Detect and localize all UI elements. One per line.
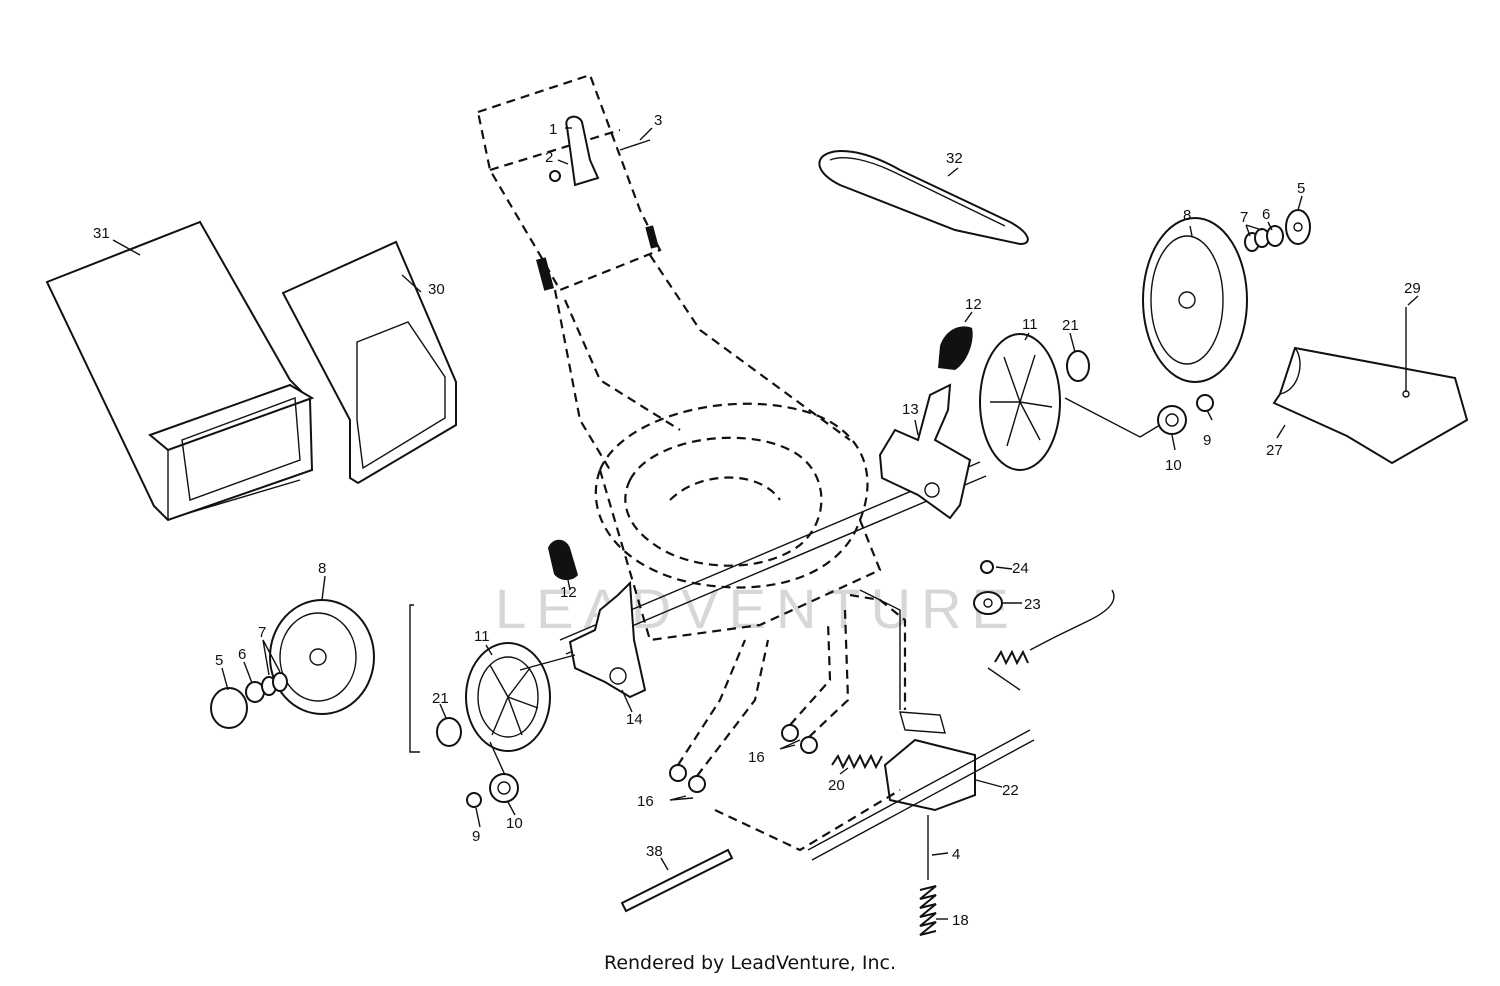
left-wheel-hardware <box>210 672 288 729</box>
right-rear-wheel <box>1142 217 1248 383</box>
right-wheel-hardware <box>1244 209 1311 252</box>
spring-bottom <box>919 885 937 936</box>
callout-7-right: 7 <box>1240 209 1248 226</box>
callout-23: 23 <box>1024 596 1041 613</box>
left-wheel-leader-line <box>409 604 420 753</box>
callout-leader-lines <box>112 127 1419 920</box>
transmission-leader-line <box>849 593 907 710</box>
callout-6-left: 6 <box>238 646 246 663</box>
callout-24: 24 <box>1012 560 1029 577</box>
callout-10-left: 10 <box>506 815 523 832</box>
callout-27: 27 <box>1266 442 1283 459</box>
pulley-hub <box>983 598 993 608</box>
mower-deck <box>594 402 882 642</box>
callout-13: 13 <box>902 401 919 418</box>
callout-29: 29 <box>1404 280 1421 297</box>
callout-20: 20 <box>828 777 845 794</box>
callout-12-left: 12 <box>560 584 577 601</box>
handle-lever <box>549 115 651 187</box>
callout-5-right: 5 <box>1297 180 1305 197</box>
callout-6-right: 6 <box>1262 206 1270 223</box>
left-cap <box>548 539 578 581</box>
transmission <box>807 711 1035 880</box>
callout-9-right: 9 <box>1203 432 1211 449</box>
rear-flap <box>1272 346 1469 465</box>
callout-30: 30 <box>428 281 445 298</box>
callout-18: 18 <box>952 912 969 929</box>
callout-12-right: 12 <box>965 296 982 313</box>
right-height-adjuster <box>878 383 972 520</box>
left-gear-leader-line <box>489 741 506 776</box>
right-cap <box>938 326 973 370</box>
left-washer <box>436 717 462 747</box>
callout-8-left: 8 <box>318 560 326 577</box>
nuts <box>669 724 818 793</box>
callout-11-right: 11 <box>1022 316 1038 333</box>
callout-9-left: 9 <box>472 828 480 845</box>
callout-38: 38 <box>646 843 663 860</box>
callout-14: 14 <box>626 711 643 728</box>
bag-frame <box>281 240 457 485</box>
callout-7-left: 7 <box>258 624 266 641</box>
callout-numbers: 1 2 3 4 5 5 6 6 7 7 8 8 9 9 10 10 11 11 … <box>93 112 1421 929</box>
nut-leader-lines <box>669 609 850 801</box>
callout-16-right: 16 <box>748 749 765 766</box>
right-gear <box>1157 394 1214 435</box>
left-gear <box>466 773 519 808</box>
handle-assembly <box>476 73 851 471</box>
callout-31: 31 <box>93 225 110 242</box>
right-gear-leader-line <box>1064 397 1161 438</box>
callout-32: 32 <box>946 150 963 167</box>
grass-bag <box>45 220 315 522</box>
left-height-adjuster <box>519 580 647 699</box>
callout-21-right: 21 <box>1062 317 1079 334</box>
callout-16-left: 16 <box>637 793 654 810</box>
pulley <box>973 591 1003 615</box>
belt <box>818 150 1029 246</box>
callout-22: 22 <box>1002 782 1019 799</box>
control-cable <box>1029 589 1115 651</box>
callout-5-left: 5 <box>215 652 223 669</box>
right-drive-wheel <box>979 333 1061 471</box>
callout-3: 3 <box>654 112 662 129</box>
shaft-leader-line <box>714 789 901 852</box>
left-drive-wheel <box>465 642 551 752</box>
callout-4: 4 <box>952 846 960 863</box>
pulley-nut <box>980 560 994 574</box>
spring-upper <box>994 649 1029 666</box>
screw-hole <box>1402 390 1410 398</box>
callout-2: 2 <box>545 149 553 166</box>
cable-leader-lines <box>859 589 1021 710</box>
callout-10-right: 10 <box>1165 457 1182 474</box>
rod <box>620 848 734 913</box>
callout-21-left: 21 <box>432 690 449 707</box>
left-rear-wheel <box>269 599 375 715</box>
callout-11-left: 11 <box>474 628 490 645</box>
right-washer <box>1066 350 1090 382</box>
footer-credit: Rendered by LeadVenture, Inc. <box>603 952 897 974</box>
callout-8-right: 8 <box>1183 207 1191 224</box>
spring-middle <box>831 753 883 770</box>
callout-1: 1 <box>549 121 557 138</box>
